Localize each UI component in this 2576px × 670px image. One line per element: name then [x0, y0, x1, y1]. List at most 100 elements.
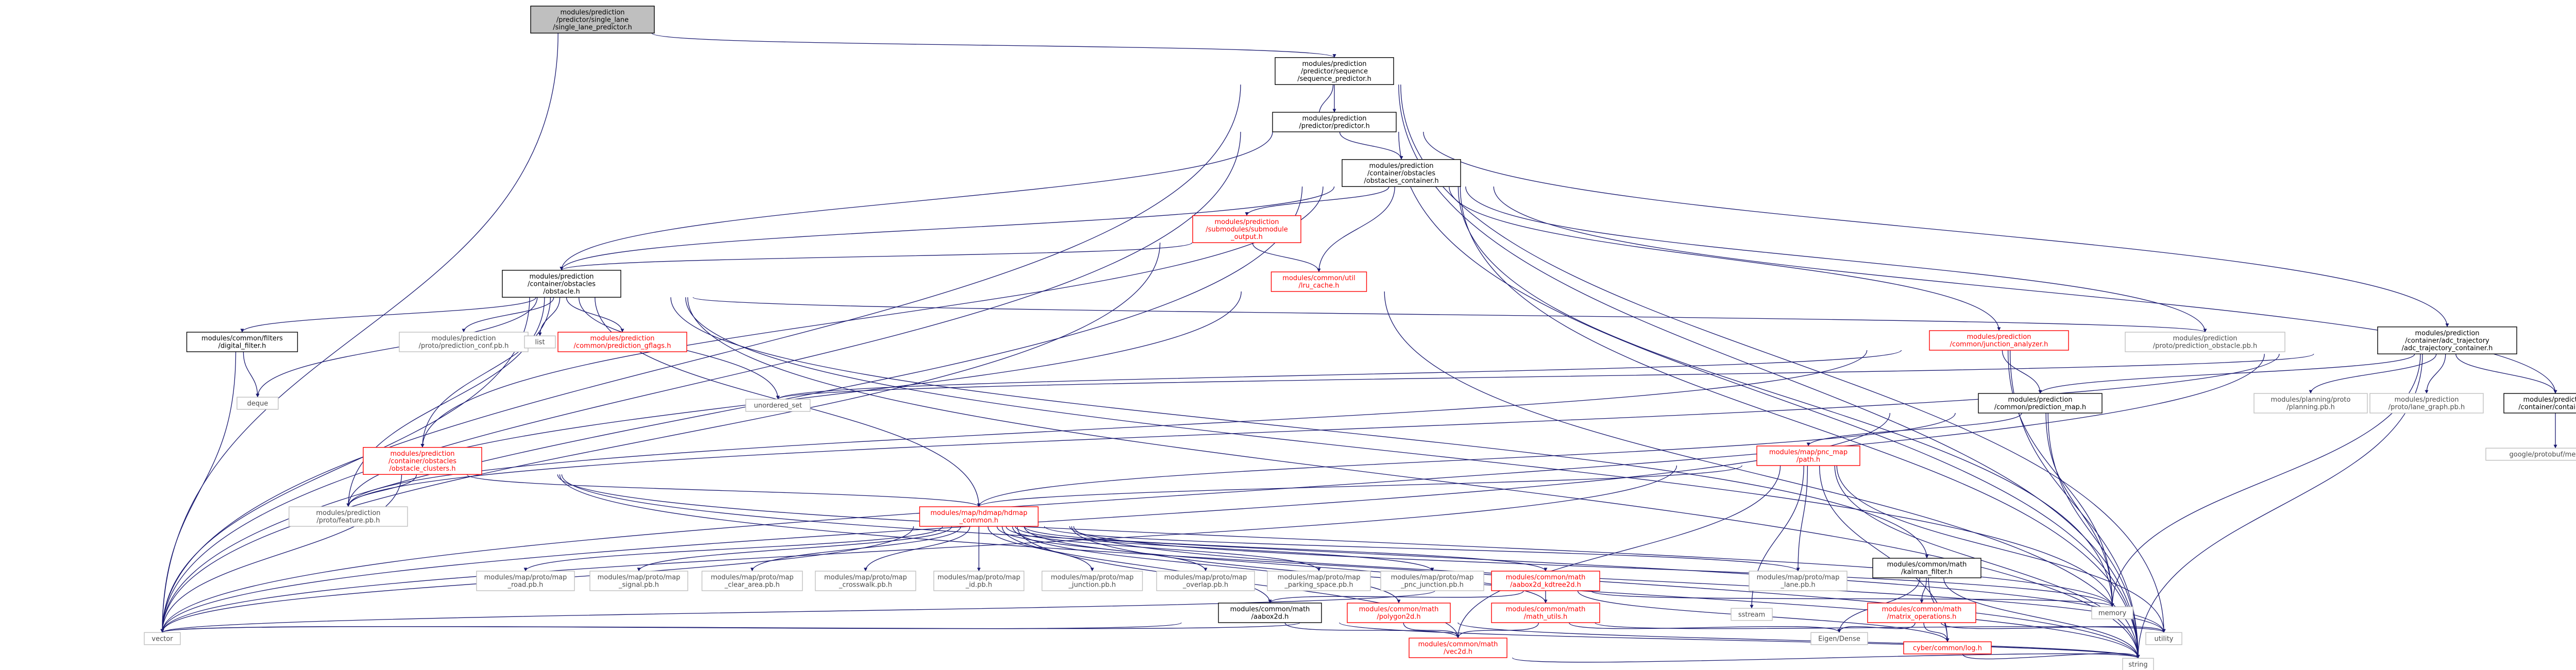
node-mathutils[interactable]: modules/common/math/math_utils.h	[1491, 603, 1600, 623]
node-seq[interactable]: modules/prediction/predictor/sequence/se…	[1275, 57, 1394, 85]
node-vec2d-label: /vec2d.h	[1444, 648, 1472, 656]
node-vec2d-box	[1409, 638, 1507, 658]
node-seq-label: modules/prediction	[1302, 60, 1366, 68]
node-junction-box	[1929, 330, 2069, 351]
node-digital[interactable]: modules/common/filters/digital_filter.h	[186, 332, 298, 352]
node-overlappb-label: _overlap.pb.h	[1182, 581, 1228, 589]
node-pncpath[interactable]: modules/map/pnc_map/path.h	[1756, 445, 1860, 466]
node-unordered_set-label: unordered_set	[754, 402, 802, 409]
node-matrixops[interactable]: modules/common/math/matrix_operations.h	[1867, 603, 1976, 623]
node-aabox-label: /aabox2d.h	[1251, 613, 1289, 621]
node-vec2d[interactable]: modules/common/math/vec2d.h	[1409, 638, 1507, 658]
node-lrucache[interactable]: modules/common/util/lru_cache.h	[1270, 271, 1367, 292]
node-root[interactable]: modules/prediction/predictor/single_lane…	[530, 6, 655, 33]
edge-hdmap-to-pncjpb	[1014, 526, 1434, 572]
node-featurepb-label: /proto/feature.pb.h	[316, 517, 380, 525]
node-memory-label: memory	[2098, 609, 2127, 617]
node-digital-box	[186, 332, 298, 352]
node-kalman-label: /kalman_filter.h	[1901, 569, 1953, 576]
node-aabox[interactable]: modules/common/math/aabox2d.h	[1218, 603, 1322, 623]
edge-obscont-to-submod	[1245, 186, 1389, 216]
node-pred[interactable]: modules/prediction/predictor/predictor.h	[1272, 112, 1397, 132]
node-submod-label: modules/prediction	[1214, 218, 1279, 226]
edge-junction-to-predmap	[2002, 350, 2042, 394]
dependency-nodes: modules/prediction/predictor/single_lane…	[144, 6, 2576, 670]
node-gflags[interactable]: modules/prediction/common/prediction_gfl…	[557, 332, 687, 352]
node-utility-label: utility	[2155, 635, 2174, 643]
node-obstacle-label: /obstacle.h	[543, 288, 580, 296]
edge-hdmap-to-clearpb	[750, 526, 961, 572]
node-pncjpb: modules/map/proto/map_pnc_junction.pb.h	[1380, 571, 1484, 591]
node-kdtree-box	[1491, 571, 1600, 591]
node-unordered_set-box	[745, 399, 811, 412]
node-pncjpb-label: modules/map/proto/map	[1391, 574, 1474, 581]
node-submod[interactable]: modules/prediction/submodules/submodule_…	[1192, 215, 1301, 243]
edge-mathutils-to-eigen	[1568, 622, 1841, 633]
node-polygon[interactable]: modules/common/math/polygon2d.h	[1347, 603, 1451, 623]
edge-obstacle-to-string	[687, 297, 2140, 659]
edge-hdmap-to-lanepb	[1044, 526, 1800, 572]
node-hdmap[interactable]: modules/map/hdmap/hdmap_common.h	[919, 506, 1039, 527]
node-roadpb-box	[476, 571, 575, 591]
node-obscont[interactable]: modules/prediction/container/obstacles/o…	[1342, 159, 1461, 187]
edge-pncpath-to-utility	[1836, 465, 2166, 633]
node-deque: deque	[236, 397, 279, 410]
node-log[interactable]: cyber/common/log.h	[1903, 641, 1992, 655]
node-aabox-label: modules/common/math	[1230, 606, 1310, 613]
node-matrixops-box	[1867, 603, 1976, 623]
node-parkingpb-label: modules/map/proto/map	[1278, 574, 1361, 581]
node-clusters[interactable]: modules/prediction/container/obstacles/o…	[363, 447, 482, 475]
node-deque-box	[236, 397, 279, 410]
node-kdtree[interactable]: modules/common/math/aabox2d_kdtree2d.h	[1491, 571, 1600, 591]
edge-polygon-to-string	[1458, 622, 2140, 659]
edge-seq-to-string	[1398, 84, 2140, 659]
node-seq-box	[1275, 57, 1394, 85]
node-obstacle[interactable]: modules/prediction/container/obstacles/o…	[502, 270, 621, 298]
node-submod-label: /submodules/submodule	[1206, 226, 1288, 233]
node-log-label: cyber/common/log.h	[1913, 644, 1982, 652]
edge-polygon-to-vector	[160, 622, 1300, 633]
node-obstacle-label: modules/prediction	[529, 273, 594, 281]
node-predobspb-label: modules/prediction	[2173, 335, 2237, 342]
edge-hdmap-to-memory	[1069, 526, 2114, 607]
edge-clusters-to-memory	[557, 474, 2114, 607]
node-lanepb-label: _lane.pb.h	[1780, 581, 1815, 589]
node-lanepb: modules/map/proto/map_lane.pb.h	[1749, 571, 1848, 591]
node-sstream-box	[1731, 608, 1773, 621]
edge-obstacle-to-list	[538, 297, 561, 336]
node-gflags-box	[557, 332, 687, 352]
node-kalman[interactable]: modules/common/math/kalman_filter.h	[1872, 558, 1981, 578]
edge-kalman-to-matrixops	[1920, 577, 1927, 604]
node-kdtree-label: modules/common/math	[1506, 574, 1586, 581]
node-memory-box	[2091, 606, 2133, 620]
node-container[interactable]: modules/prediction/container/container.h	[2503, 393, 2576, 414]
node-sstream-label: sstream	[1738, 611, 1765, 619]
node-predmap-label: modules/prediction	[2008, 396, 2072, 404]
node-predconf: modules/prediction/proto/prediction_conf…	[399, 332, 529, 352]
node-idpb-label: _id.pb.h	[965, 581, 992, 589]
edge-adctraj-to-unordered_set	[776, 353, 2314, 400]
edge-digital-to-vector	[160, 351, 236, 633]
edge-hdmap-to-junctionpb	[987, 526, 1094, 572]
dependency-edges	[160, 32, 2557, 663]
edge-mathutils-to-vec2d	[1456, 622, 1539, 639]
node-polygon-label: modules/common/math	[1359, 606, 1439, 613]
node-adctraj[interactable]: modules/prediction/container/adc_traject…	[2377, 327, 2517, 354]
node-predmap[interactable]: modules/prediction/common/prediction_map…	[1978, 393, 2103, 414]
node-pncpath-label: /path.h	[1797, 456, 1820, 464]
node-mathutils-label: /math_utils.h	[1524, 613, 1568, 621]
node-crosspb-label: _crosswalk.pb.h	[839, 581, 892, 589]
node-junction[interactable]: modules/prediction/common/junction_analy…	[1929, 330, 2069, 351]
node-submod-label: _output.h	[1230, 233, 1263, 241]
node-matrixops-label: /matrix_operations.h	[1887, 613, 1957, 621]
node-obscont-label: /obstacles_container.h	[1364, 177, 1438, 185]
node-clusters-label: /obstacle_clusters.h	[389, 465, 455, 473]
node-seq-label: /sequence_predictor.h	[1297, 75, 1371, 83]
node-digital-label: modules/common/filters	[201, 335, 283, 342]
edge-junction-to-unordered_set	[776, 350, 1902, 400]
edge-adctraj-to-predmap	[2038, 353, 2415, 394]
edge-hdmap-to-kdtree	[1024, 526, 1548, 572]
edge-adctraj-to-lanegraph	[2425, 354, 2446, 394]
edge-pred-to-obstacle	[560, 131, 1273, 271]
node-idpb: modules/map/proto/map_id.pb.h	[933, 571, 1025, 591]
